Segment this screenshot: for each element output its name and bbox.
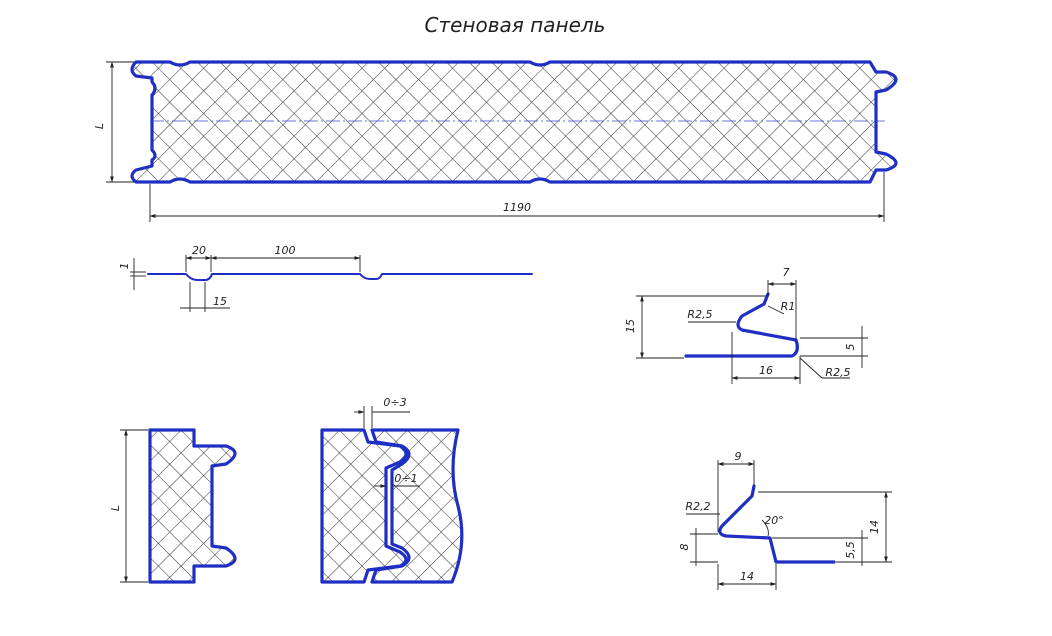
bottom-lock-height-label: 14 — [868, 520, 881, 534]
top-lock-length-label: 16 — [759, 364, 773, 377]
top-lock-step-label: 5 — [844, 344, 857, 351]
bottom-lock-width-label: 9 — [735, 450, 742, 463]
bottom-lock-angle-label: 20° — [764, 514, 784, 527]
joint-top-gap-label: 0÷3 — [383, 396, 406, 409]
bottom-lock-detail: 9 R2,2 20° 14 8 5,5 14 — [678, 450, 892, 590]
drawing-title: Стеновая панель — [425, 13, 606, 37]
joint-right-part: 0÷3 0÷1 — [320, 396, 464, 584]
top-lock-height-label: 15 — [624, 319, 637, 333]
joint-height-label: L — [109, 505, 122, 511]
sheet-profile-line — [147, 273, 533, 281]
main-panel-outline — [130, 60, 898, 184]
rib-width-label: 20 — [192, 244, 206, 257]
rib-depth-label: 15 — [213, 295, 227, 308]
joint-left-part: L — [109, 428, 237, 584]
top-lock-width-label: 7 — [783, 266, 790, 279]
rib-pitch-label: 100 — [275, 244, 296, 257]
panel-width-label: 1190 — [503, 201, 531, 214]
bottom-lock-radius-label: R2,2 — [685, 500, 710, 513]
top-lock-detail: 7 15 R2,5 R1 5 16 R2,5 — [624, 266, 868, 384]
sheet-profile-section: 1 20 100 15 — [118, 244, 533, 312]
bottom-lock-profile — [718, 484, 836, 564]
top-lock-profile — [684, 292, 799, 358]
bottom-lock-step-label: 5,5 — [844, 541, 857, 559]
joint-left-outline — [148, 428, 237, 584]
joint-right-core — [370, 428, 464, 584]
bottom-lock-length-label: 14 — [740, 570, 754, 583]
top-lock-inner-radius-label: R1 — [781, 300, 796, 313]
panel-height-label: L — [93, 123, 106, 129]
top-lock-bottom-radius-label: R2,5 — [825, 366, 850, 379]
sheet-thickness-label: 1 — [118, 263, 131, 270]
main-panel-section: L 1190 — [93, 60, 898, 222]
top-lock-outer-radius-label: R2,5 — [687, 308, 712, 321]
joint-inner-gap-label: 0÷1 — [394, 472, 417, 485]
bottom-lock-depth-label: 8 — [678, 544, 691, 551]
